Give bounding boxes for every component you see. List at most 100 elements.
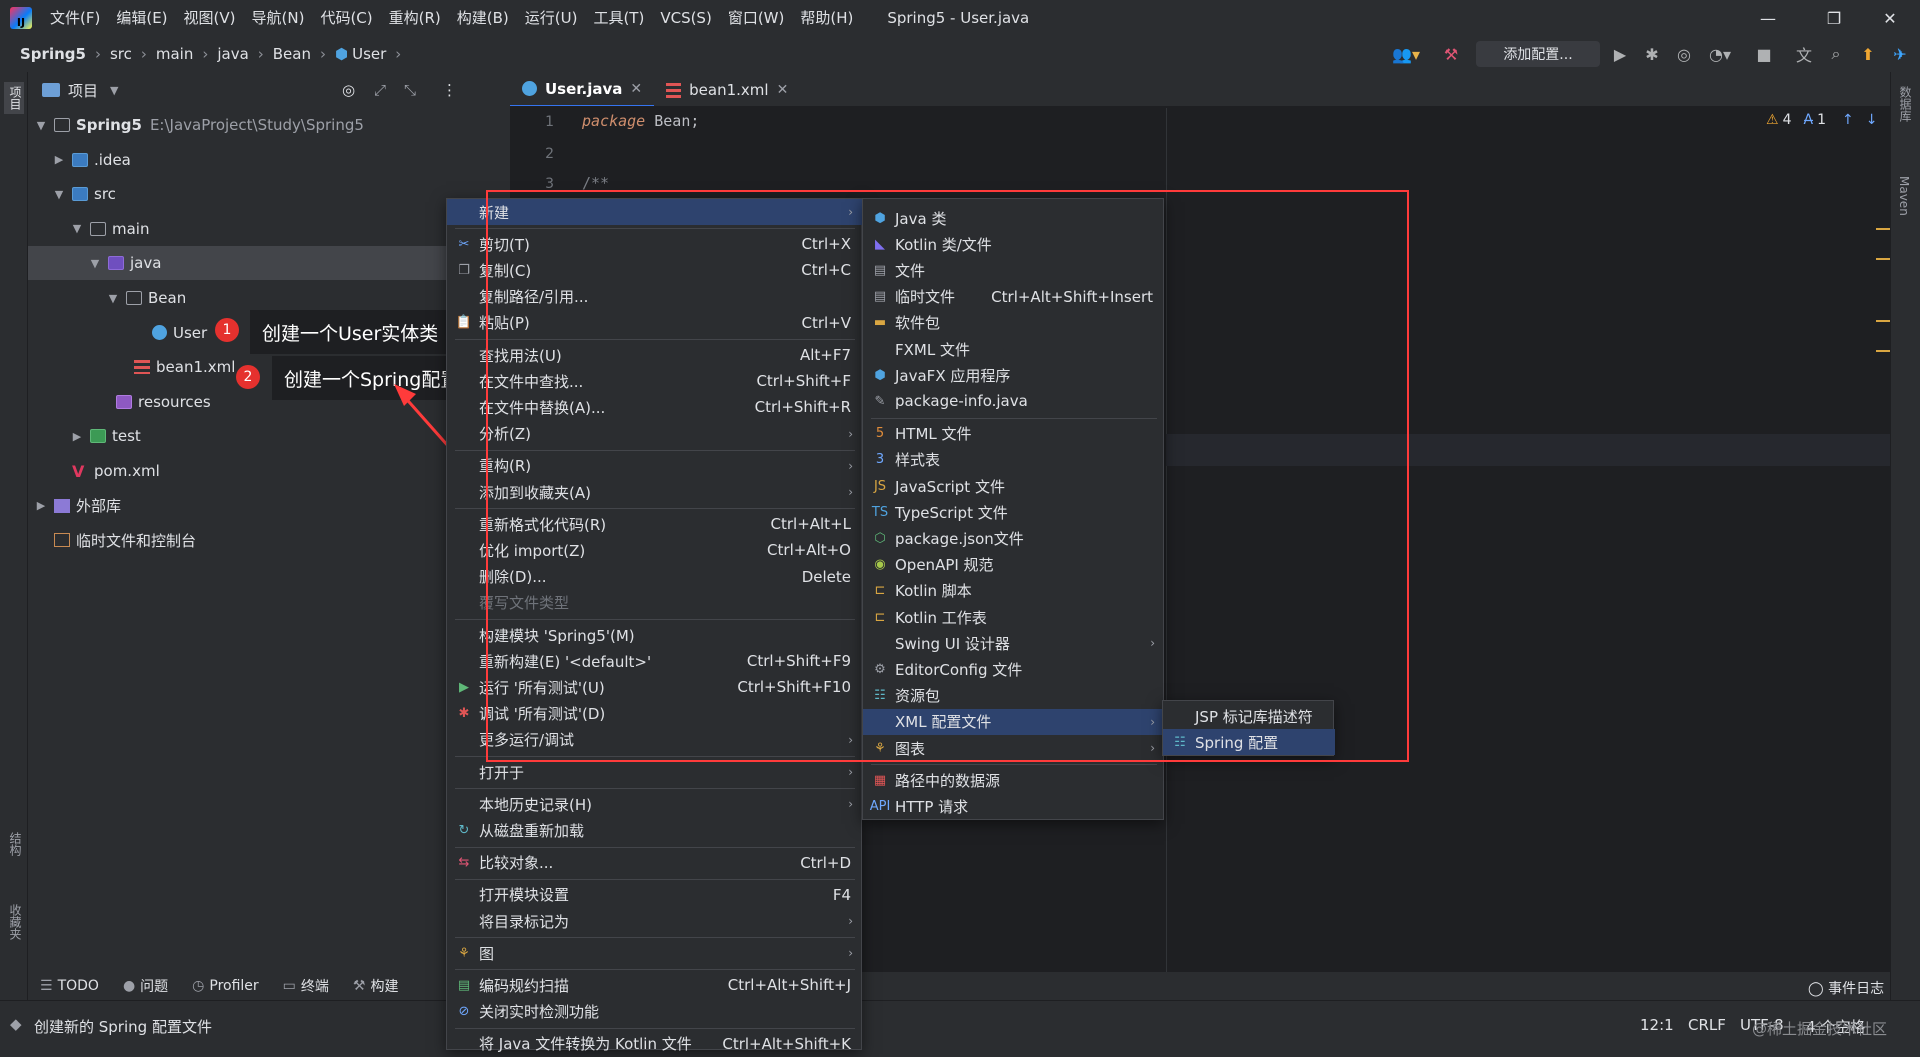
menu-item[interactable]: 📋粘贴(P)Ctrl+V (447, 310, 863, 336)
menu-item[interactable]: ⚘图表› (863, 735, 1165, 761)
error-stripe-mark[interactable] (1876, 228, 1892, 230)
user-group-icon[interactable]: 👥▾ (1392, 44, 1420, 64)
chevron-down-icon[interactable]: ▼ (72, 222, 82, 236)
menu-item[interactable]: ✂剪切(T)Ctrl+X (447, 231, 863, 257)
tree-item[interactable]: ▼Bean (28, 281, 460, 315)
menu-3[interactable]: 导航(N) (251, 9, 305, 27)
menu-item[interactable]: ⚘图› (447, 940, 863, 966)
tree-item[interactable]: ▶.idea (28, 143, 460, 177)
chevron-right-icon[interactable]: ▶ (72, 429, 82, 443)
menu-item[interactable]: 新建› (447, 199, 863, 225)
project-panel-title[interactable]: 项目 (68, 81, 99, 100)
menu-item[interactable]: ⇆比较对象...Ctrl+D (447, 850, 863, 876)
menu-1[interactable]: 编辑(E) (116, 9, 168, 27)
update-icon[interactable]: ⬆ (1861, 44, 1875, 64)
menu-item[interactable]: ⬡package.json文件 (863, 525, 1165, 551)
menu-item[interactable]: 分析(Z)› (447, 421, 863, 447)
chevron-down-icon[interactable]: ▼ (110, 83, 119, 97)
menu-item[interactable]: ⬢Java 类 (863, 205, 1165, 231)
collapse-all-icon[interactable]: ⤡ (404, 81, 417, 99)
menu-item[interactable]: 重构(R)› (447, 453, 863, 479)
tab-0[interactable]: User.java✕ (510, 72, 655, 108)
minimize-icon[interactable]: — (1760, 8, 1776, 28)
close-tab-icon[interactable]: ✕ (776, 82, 789, 98)
menu-item[interactable]: JSP 标记库描述符 (1163, 703, 1335, 729)
bottom-tool-1[interactable]: ●问题 (123, 976, 168, 996)
menu-item[interactable]: ✎package-info.java (863, 388, 1165, 414)
debug-icon[interactable]: ✱ (1645, 44, 1659, 64)
menu-item[interactable]: 更多运行/调试› (447, 727, 863, 753)
caret-position[interactable]: 12:1 (1640, 1016, 1674, 1034)
menu-item[interactable]: 添加到收藏夹(A)› (447, 479, 863, 505)
menu-item[interactable]: 查找用法(U)Alt+F7 (447, 342, 863, 368)
tree-item[interactable]: bean1.xml (28, 350, 460, 384)
add-configuration-button[interactable]: 添加配置... (1476, 41, 1600, 67)
close-window-icon[interactable]: ✕ (1883, 8, 1897, 28)
bottom-tool-2[interactable]: ◷Profiler (192, 978, 259, 994)
menu-item[interactable]: Swing UI 设计器› (863, 630, 1165, 656)
menu-item[interactable]: 构建模块 'Spring5'(M) (447, 622, 863, 648)
menu-item[interactable]: ✱调试 '所有测试'(D) (447, 701, 863, 727)
menu-item[interactable]: ☷资源包 (863, 683, 1165, 709)
tree-item[interactable]: ▼src (28, 177, 460, 211)
inspection-widget[interactable]: ⚠4 A̶1 ↑ ↓ (1766, 112, 1877, 128)
bottom-tool-4[interactable]: ⚒构建 (353, 976, 399, 996)
maven-tool-button[interactable]: Maven (1897, 176, 1911, 216)
menu-item[interactable]: 重新构建(E) '<default>'Ctrl+Shift+F9 (447, 648, 863, 674)
arrow-up-icon[interactable]: ↑ (1841, 112, 1854, 128)
tree-item[interactable]: 临时文件和控制台 (28, 523, 460, 557)
breadcrumb-item[interactable]: src (110, 45, 132, 63)
restore-icon[interactable]: ❐ (1826, 8, 1842, 28)
menu-item[interactable]: ⊏Kotlin 工作表 (863, 604, 1165, 630)
menu-item[interactable]: ⊘关闭实时检测功能 (447, 999, 863, 1025)
menu-item[interactable]: ↻从磁盘重新加载 (447, 817, 863, 843)
menu-7[interactable]: 运行(U) (524, 9, 578, 27)
menu-8[interactable]: 工具(T) (593, 9, 645, 27)
breadcrumb-item[interactable]: java (217, 45, 248, 63)
error-stripe-mark[interactable] (1876, 320, 1892, 322)
plugin-icon[interactable]: ✈ (1893, 44, 1907, 64)
menu-item[interactable]: 打开于› (447, 759, 863, 785)
options-icon[interactable]: ⋮ (442, 81, 457, 99)
breadcrumb-item[interactable]: ⬢User (335, 45, 386, 63)
menu-item[interactable]: ◣Kotlin 类/文件 (863, 231, 1165, 257)
menu-item[interactable]: 在文件中查找...Ctrl+Shift+F (447, 368, 863, 394)
menu-item[interactable]: FXML 文件 (863, 336, 1165, 362)
chevron-right-icon[interactable]: ▶ (54, 153, 64, 167)
breadcrumb-item[interactable]: Spring5 (20, 45, 86, 63)
menu-2[interactable]: 视图(V) (183, 9, 236, 27)
menu-6[interactable]: 构建(B) (456, 9, 509, 27)
chevron-down-icon[interactable]: ▼ (54, 187, 64, 201)
menu-item[interactable]: 复制路径/引用... (447, 284, 863, 310)
menu-item[interactable]: ⚙EditorConfig 文件 (863, 656, 1165, 682)
bottom-tool-0[interactable]: ☰TODO (40, 978, 99, 994)
close-tab-icon[interactable]: ✕ (630, 80, 643, 97)
tree-item[interactable]: ▶test (28, 419, 460, 453)
menu-item[interactable]: XML 配置文件› (863, 708, 1165, 735)
error-stripe-mark[interactable] (1876, 258, 1892, 260)
profile-icon[interactable]: ◔▾ (1709, 44, 1731, 64)
locate-icon[interactable]: ◎ (342, 81, 356, 99)
coverage-icon[interactable]: ◎ (1677, 44, 1691, 64)
chevron-down-icon[interactable]: ▼ (108, 291, 118, 305)
error-stripe-mark[interactable] (1876, 350, 1892, 352)
menu-item[interactable]: ▤文件 (863, 257, 1165, 283)
project-tool-button[interactable]: 项目 (4, 82, 24, 114)
menu-item[interactable]: ◉OpenAPI 规范 (863, 552, 1165, 578)
chevron-right-icon[interactable]: ▶ (36, 499, 46, 513)
structure-tool-button[interactable]: 结构 (8, 832, 22, 856)
chevron-down-icon[interactable]: ▼ (36, 118, 46, 132)
menu-item[interactable]: 重新格式化代码(R)Ctrl+Alt+L (447, 511, 863, 537)
expand-all-icon[interactable]: ⤢ (374, 81, 387, 99)
file-encoding[interactable]: UTF-8 (1740, 1016, 1784, 1034)
menu-item[interactable]: ⊏Kotlin 脚本 (863, 578, 1165, 604)
menu-item[interactable]: 覆写文件类型 (447, 590, 863, 616)
tree-item[interactable]: ▼main (28, 212, 460, 246)
